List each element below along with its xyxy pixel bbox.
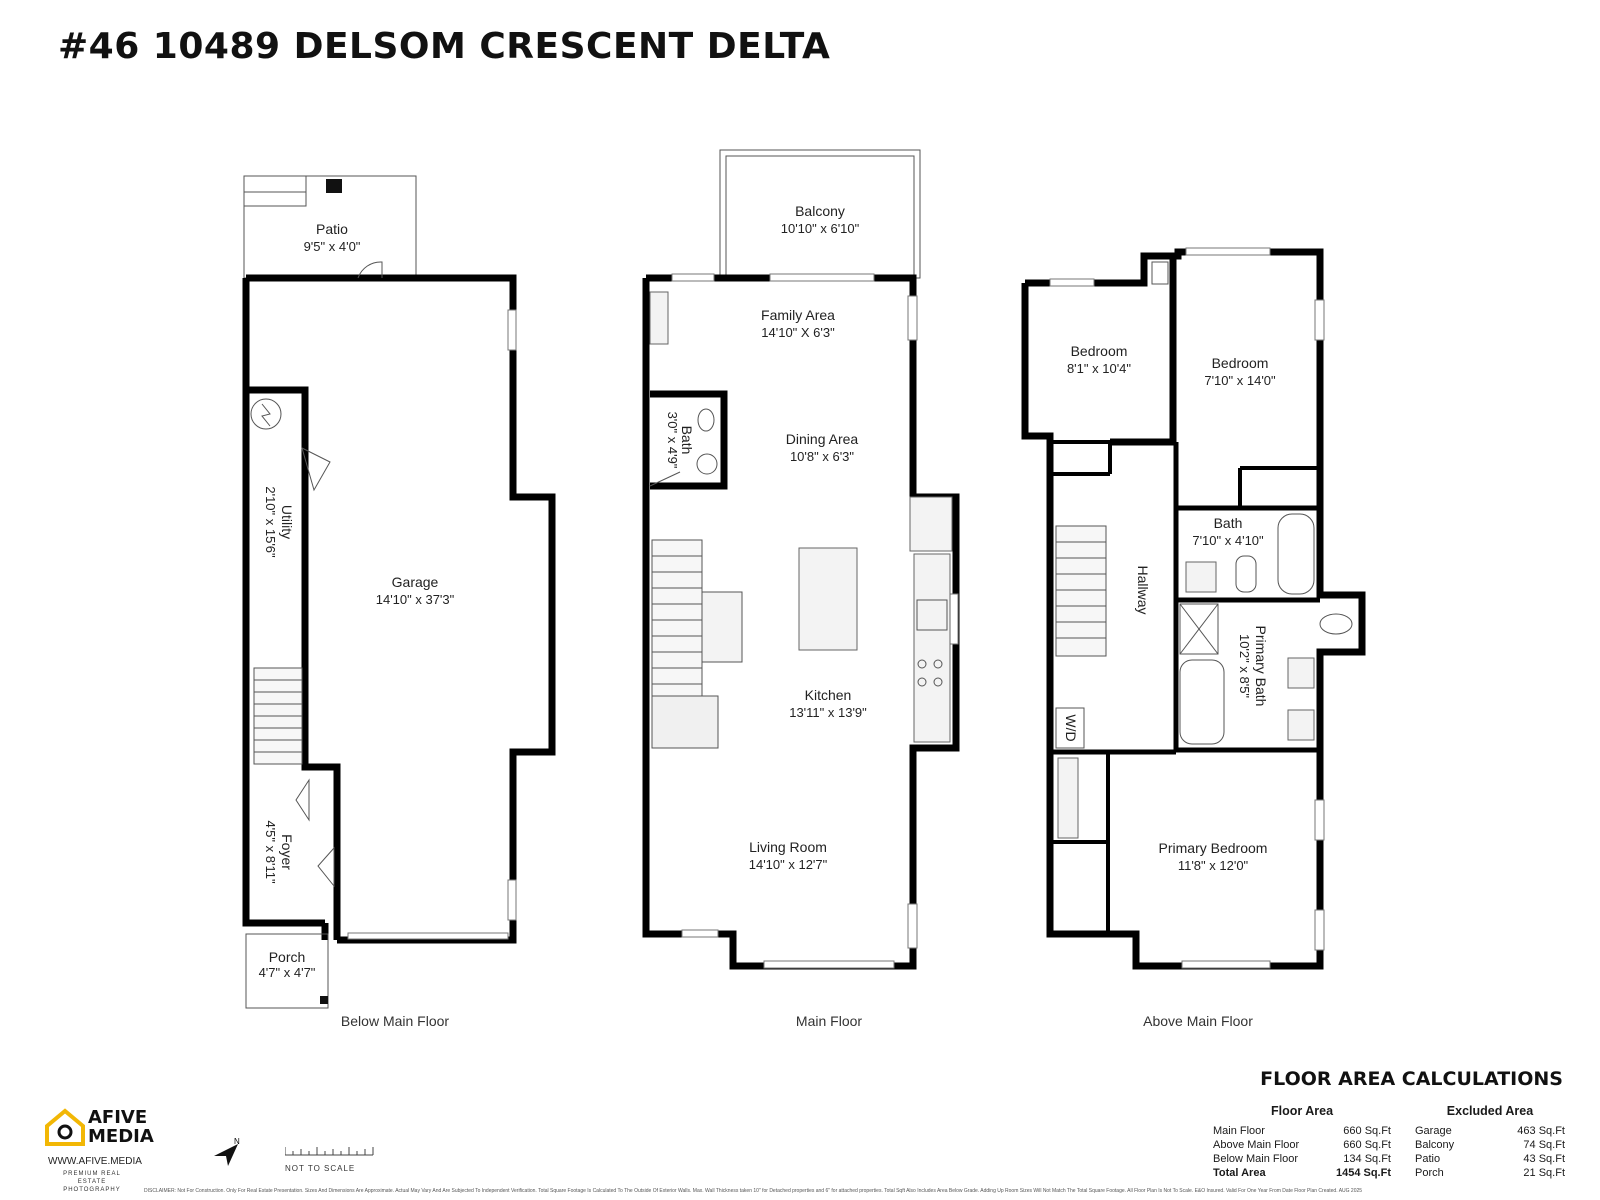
above-main-floor: Bedroom 8'1" x 10'4" Bedroom 7'10" x 14'… — [1021, 247, 1366, 1029]
room-label-porch: Porch — [269, 949, 306, 965]
room-dims-living-room: 14'10" x 12'7" — [749, 857, 828, 872]
floor-area-heading: Floor Area — [1270, 1104, 1334, 1118]
room-label-patio: Patio — [316, 221, 348, 237]
room-dims-garage: 14'10" x 37'3" — [376, 592, 455, 607]
area-value: 660 Sq.Ft — [1343, 1125, 1391, 1137]
room-label-garage: Garage — [392, 574, 439, 590]
room-label-above-bath: Bath — [1214, 515, 1243, 531]
floor-caption-main: Main Floor — [796, 1013, 862, 1029]
page-title: #46 10489 DELSOM CRESCENT DELTA — [58, 26, 831, 67]
room-label-balcony: Balcony — [795, 203, 845, 219]
room-dims-dining-area: 10'8" x 6'3" — [790, 449, 854, 464]
excluded-value: 21 Sq.Ft — [1523, 1167, 1565, 1179]
excluded-value: 43 Sq.Ft — [1523, 1153, 1565, 1165]
excluded-label: Balcony — [1415, 1139, 1455, 1151]
logo-brand-line2: MEDIA — [88, 1126, 154, 1147]
excluded-label: Patio — [1415, 1153, 1441, 1165]
room-dims-patio: 9'5" x 4'0" — [304, 239, 361, 254]
main-floor: Balcony 10'10" x 6'10" Family Area 14'10… — [642, 149, 960, 1029]
room-dims-family-area: 14'10" X 6'3" — [761, 325, 835, 340]
calculations-title: FLOOR AREA CALCULATIONS — [1260, 1068, 1563, 1090]
area-row: Main Floor 660 Sq.Ft — [1213, 1124, 1391, 1138]
room-label-living-room: Living Room — [749, 839, 827, 855]
room-label-family-area: Family Area — [761, 307, 835, 323]
excluded-row: Balcony 74 Sq.Ft — [1415, 1138, 1565, 1152]
room-dims-balcony: 10'10" x 6'10" — [781, 221, 860, 236]
room-dims-primary-bath: 10'2" x 8'5" — [1237, 634, 1252, 698]
excluded-row: Porch 21 Sq.Ft — [1415, 1166, 1565, 1180]
floor-area-calculations: FLOOR AREA CALCULATIONS Floor Area Main … — [1205, 1068, 1575, 1179]
logo-tagline: PREMIUM REAL ESTATE PHOTOGRAPHY — [63, 1171, 121, 1193]
excluded-value: 463 Sq.Ft — [1517, 1125, 1565, 1137]
room-dims-main-bath: 3'0" x 4'9" — [665, 412, 680, 469]
area-row: Below Main Floor 134 Sq.Ft — [1213, 1152, 1391, 1166]
excluded-label: Garage — [1415, 1125, 1452, 1137]
scale-ruler-icon — [284, 1147, 374, 1156]
excluded-row: Garage 463 Sq.Ft — [1415, 1124, 1565, 1138]
logo-brand-line1: AFIVE — [88, 1107, 148, 1128]
total-area-value: 1454 Sq.Ft — [1335, 1167, 1391, 1179]
room-label-bedroom-2: Bedroom — [1212, 355, 1269, 371]
north-arrow-icon: N — [212, 1137, 242, 1173]
room-label-foyer: Foyer — [279, 834, 295, 870]
room-dims-bedroom-1: 8'1" x 10'4" — [1067, 361, 1131, 376]
area-row: Above Main Floor 660 Sq.Ft — [1213, 1138, 1391, 1152]
area-label: Above Main Floor — [1213, 1139, 1300, 1151]
excluded-row: Patio 43 Sq.Ft — [1415, 1152, 1565, 1166]
room-dims-bedroom-2: 7'10" x 14'0" — [1204, 373, 1276, 388]
area-value: 660 Sq.Ft — [1343, 1139, 1391, 1151]
below-main-floor: Patio 9'5" x 4'0" Garage 14'10" x 37'3" … — [242, 175, 556, 1029]
room-label-main-bath: Bath — [679, 426, 695, 455]
house-camera-icon — [45, 1108, 85, 1146]
room-dims-foyer: 4'5" x 8'11" — [263, 820, 278, 883]
floor-caption-below: Below Main Floor — [341, 1013, 449, 1029]
compass-label: N — [234, 1138, 240, 1146]
floor-caption-above: Above Main Floor — [1143, 1013, 1253, 1029]
area-value: 134 Sq.Ft — [1343, 1153, 1391, 1165]
room-label-bedroom-1: Bedroom — [1071, 343, 1128, 359]
total-area-row: Total Area 1454 Sq.Ft — [1213, 1166, 1391, 1180]
excluded-area-column: Excluded Area Garage 463 Sq.Ft Balcony 74 … — [1415, 1104, 1565, 1180]
scale-bar: NOT TO SCALE — [284, 1144, 375, 1173]
excluded-value: 74 Sq.Ft — [1523, 1139, 1565, 1151]
scale-label: NOT TO SCALE — [285, 1164, 356, 1173]
room-label-dining-area: Dining Area — [786, 431, 859, 447]
room-label-primary-bath: Primary Bath — [1253, 626, 1269, 707]
room-label-kitchen: Kitchen — [805, 687, 852, 703]
excluded-label: Porch — [1415, 1167, 1444, 1179]
room-label-hallway: Hallway — [1135, 565, 1151, 614]
room-label-utility: Utility — [279, 505, 295, 539]
room-label-washer-dryer: W/D — [1063, 714, 1079, 741]
logo-url: WWW.AFIVE.MEDIA — [48, 1156, 142, 1167]
total-area-label: Total Area — [1213, 1167, 1266, 1179]
excluded-area-heading: Excluded Area — [1446, 1104, 1534, 1118]
room-dims-above-bath: 7'10" x 4'10" — [1192, 533, 1264, 548]
room-label-primary-bedroom: Primary Bedroom — [1159, 840, 1268, 856]
room-dims-primary-bedroom: 11'8" x 12'0" — [1178, 858, 1249, 873]
room-dims-utility: 2'10" x 15'6" — [263, 486, 278, 558]
logo-brand: AFIVE MEDIA — [88, 1108, 154, 1146]
area-label: Main Floor — [1213, 1125, 1265, 1137]
floor-area-column: Floor Area Main Floor 660 Sq.Ft Above Mai… — [1213, 1104, 1391, 1180]
area-label: Below Main Floor — [1213, 1153, 1298, 1165]
disclaimer: DISCLAIMER: Not For Construction. Only F… — [144, 1188, 1363, 1194]
room-dims-kitchen: 13'11" x 13'9" — [789, 705, 867, 720]
room-dims-porch: 4'7" x 4'7" — [259, 965, 316, 980]
